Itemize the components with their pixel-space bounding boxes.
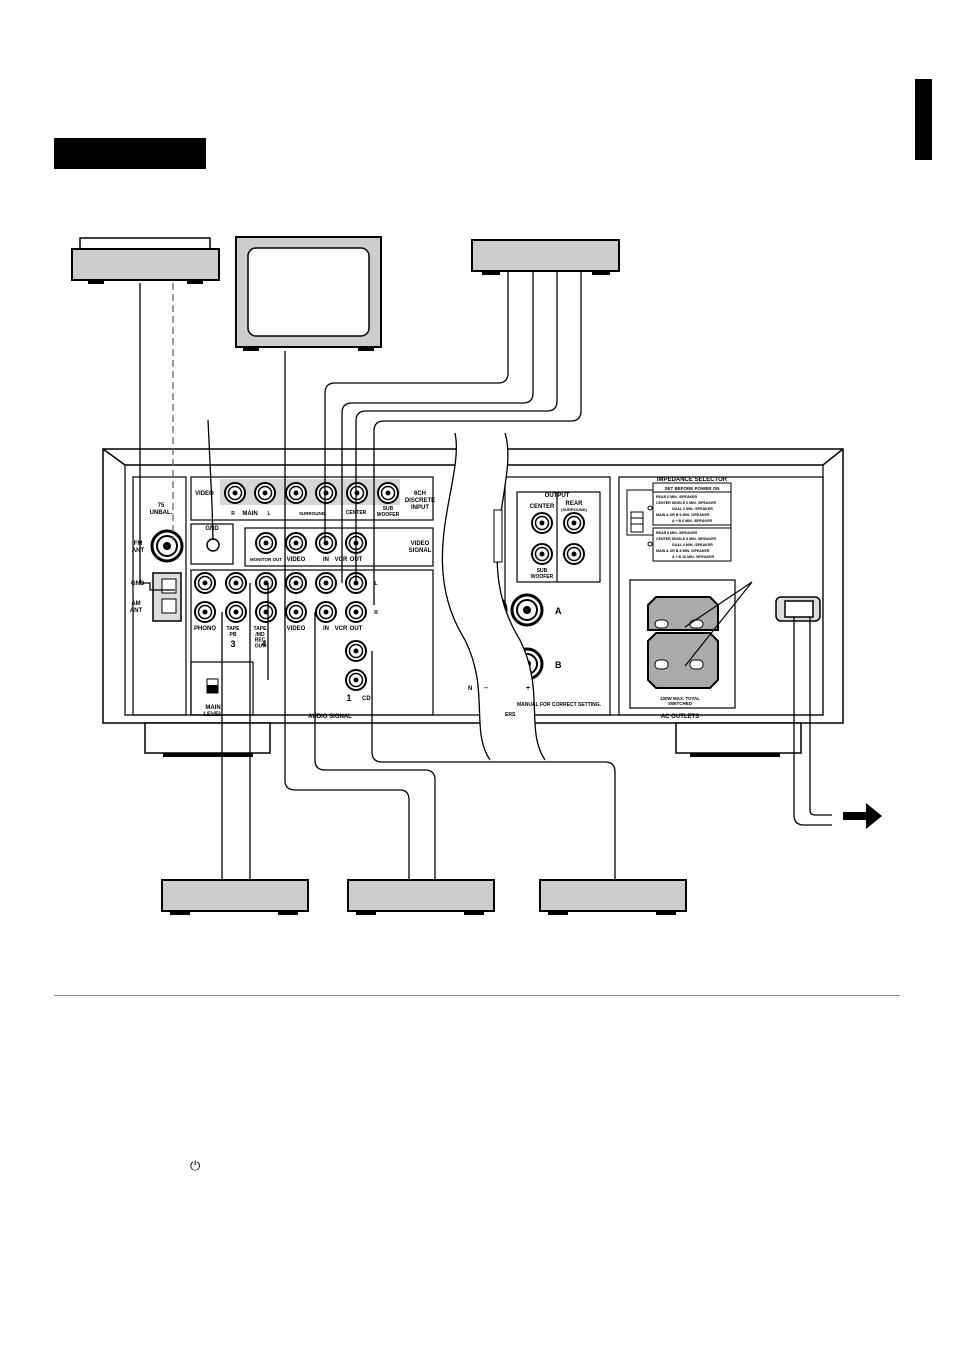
tuner-antenna-device (71, 237, 220, 284)
surround-label: SURROUND (299, 511, 326, 516)
audio-r-marker: R (374, 610, 378, 616)
impedance-row: CENTER SINGLE 6 MIN. /SPEAKER (656, 501, 717, 505)
impedance-row: A + B 16 MIN. /SPEAKER (672, 555, 715, 559)
input-3-number: 3 (230, 639, 235, 649)
tv-monitor-device (235, 236, 382, 351)
n-frag: N (468, 686, 472, 692)
gnd-side-label: GND (131, 581, 145, 587)
video-signal-video-label: VIDEO (287, 557, 306, 563)
audio-vcr-in-label: IN (323, 626, 329, 632)
impedance-set-before: SET BEFORE POWER ON (664, 486, 719, 491)
video-source-device (471, 239, 620, 275)
speakers-frag: ERS (505, 712, 516, 718)
output-title: OUTPUT (545, 493, 570, 499)
impedance-row: MAIN A OR B 8 MIN. /SPEAKER (656, 549, 710, 553)
input-1-number: 1 (346, 693, 351, 703)
output-center-label: CENTER (530, 504, 555, 510)
speakers-b-label: B (555, 660, 562, 670)
polarity-plus: + (526, 685, 530, 692)
impedance-lower-table: REAR 8 MIN. /SPEAKER CENTER SINGLE 8 MIN… (656, 531, 717, 559)
tape-deck-device (161, 879, 309, 915)
manual-note: MANUAL FOR CORRECT SETTING. (517, 702, 602, 708)
impedance-row: MAIN A OR B 6 MIN. /SPEAKER (656, 513, 710, 517)
vcr-out-label: OUT (350, 557, 363, 563)
vcr-label: VCR (335, 557, 348, 563)
power-arrow-icon (843, 803, 882, 829)
impedance-row: CENTER SINGLE 8 MIN. /SPEAKER (656, 537, 717, 541)
section-heading-block (54, 138, 206, 169)
audio-video-label: VIDEO (287, 626, 306, 632)
vcr-in-label: IN (323, 557, 329, 563)
center-label: CENTER (346, 510, 367, 516)
output-rear-label: REAR (565, 501, 583, 507)
impedance-row: DUAL 4 MIN. /SPEAKER (672, 543, 713, 547)
impedance-upper-table: REAR 6 MIN. /SPEAKER CENTER SINGLE 6 MIN… (656, 495, 717, 523)
main-r-marker: R (231, 511, 235, 517)
cd-player-device (539, 879, 687, 915)
audio-vcr-out-label: OUT (350, 626, 363, 632)
impedance-row: REAR 6 MIN. /SPEAKER (656, 495, 698, 499)
impedance-row: REAR 8 MIN. /SPEAKER (656, 531, 698, 535)
gnd-label: GND (205, 526, 219, 532)
section-divider (54, 995, 900, 996)
audio-l-marker: L (374, 581, 377, 587)
impedance-title: IMPEDANCE SELECTOR (657, 477, 728, 483)
audio-signal-label: AUDIO SIGNAL (308, 714, 352, 720)
main-label: MAIN (242, 511, 257, 517)
impedance-row: DUAL 3 MIN. /SPEAKER (672, 507, 713, 511)
ac-outlets-label: AC OUTLETS (661, 714, 699, 720)
phono-label: PHONO (194, 626, 216, 632)
output-rear-sub-label: (SURROUND) (561, 507, 587, 512)
speakers-a-label: A (555, 606, 562, 616)
polarity-minus: – (484, 685, 488, 692)
main-l-marker: L (267, 511, 270, 517)
audio-vcr-label: VCR (335, 626, 348, 632)
input-4-number: 4 (261, 639, 266, 649)
video-label: VIDEO (195, 491, 214, 497)
cd-label: CD (362, 696, 371, 702)
monitor-out-label: MONITOR OUT (250, 557, 282, 562)
impedance-row: A + B 6 MIN. /SPEAKER (672, 519, 713, 523)
power-symbol-icon: ⏻ (190, 1159, 201, 1174)
vcr-device (347, 879, 495, 915)
chapter-edge-marker (915, 79, 932, 160)
